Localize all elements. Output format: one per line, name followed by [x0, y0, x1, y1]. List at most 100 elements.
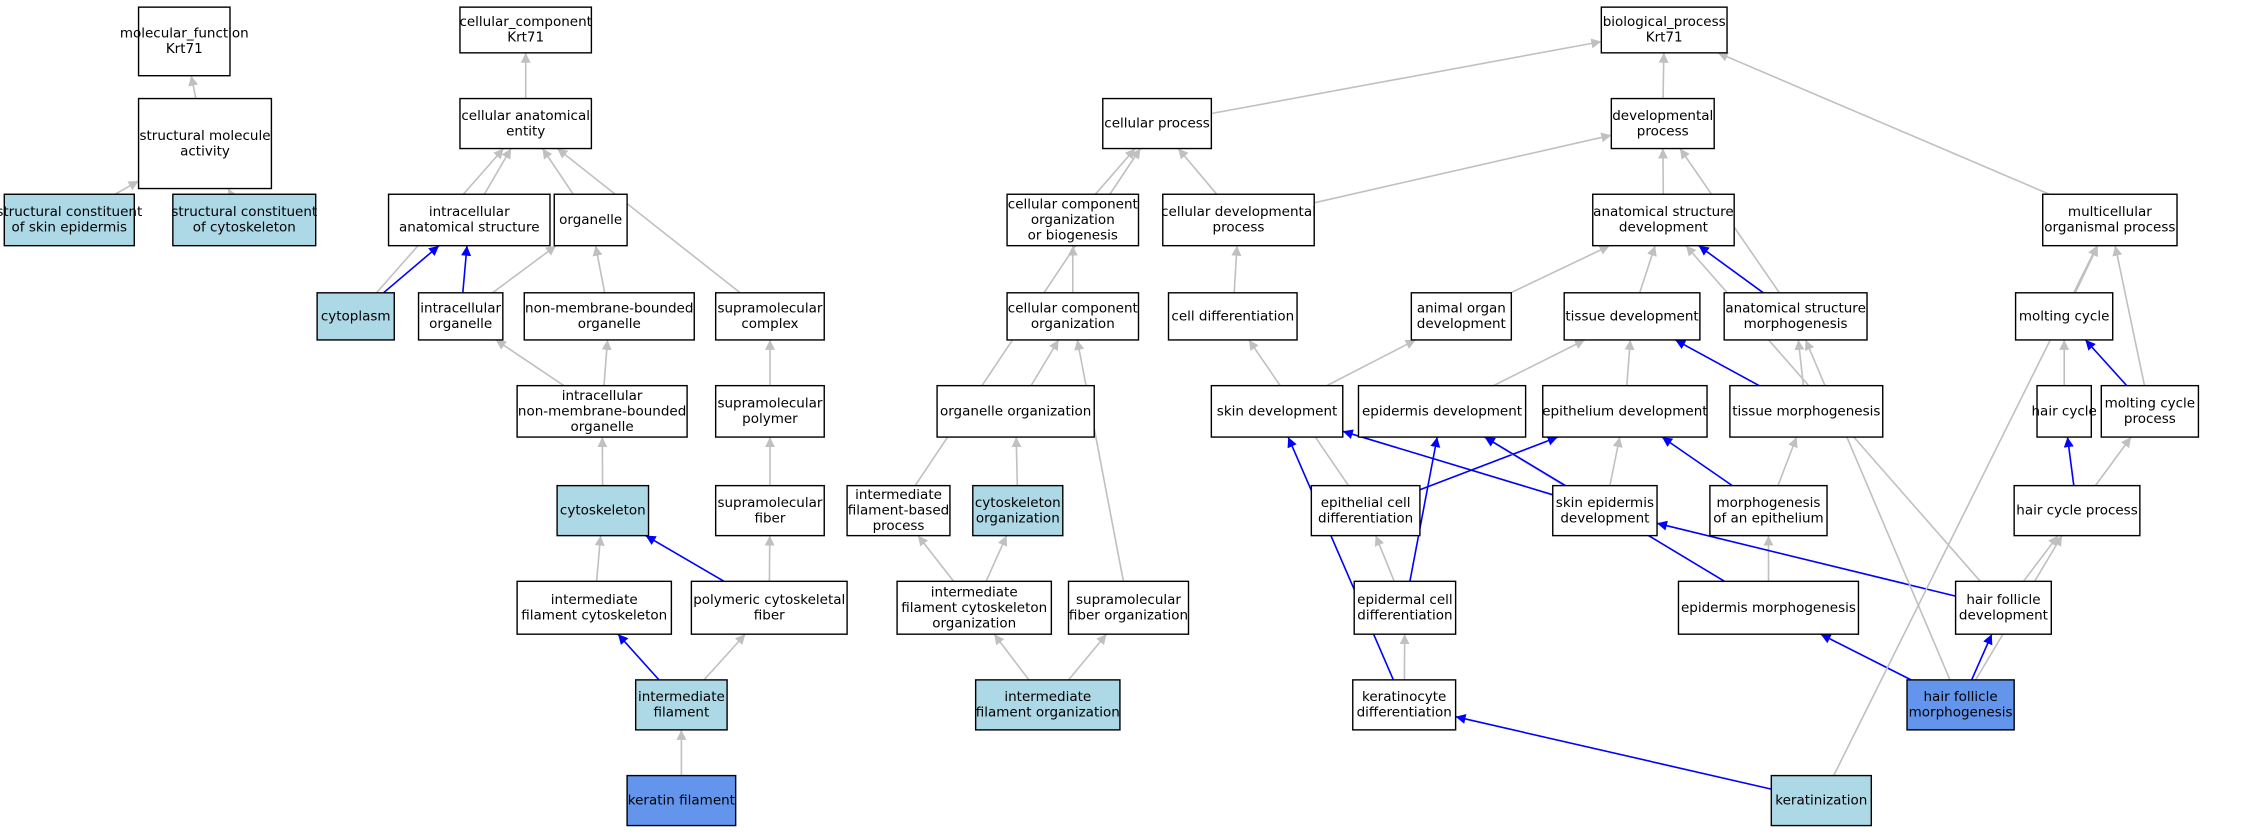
go-term-label: morphogenesis: [1717, 495, 1821, 511]
go-term-box: [974, 679, 1121, 731]
is-a-edge: [492, 245, 557, 294]
go-term-label: filament cytoskeleton: [901, 600, 1047, 616]
go-term-box: [1067, 580, 1190, 635]
go-term-node-csk[interactable]: cytoskeleton: [556, 484, 650, 537]
part-of-edge: [1820, 633, 1912, 681]
go-term-label: intracellular: [420, 301, 501, 317]
go-term-label: Krt71: [1646, 30, 1683, 46]
go-term-box: [714, 384, 825, 438]
edge-cdp-to-cp: [1177, 147, 1218, 195]
is-a-edge: [1094, 147, 1136, 195]
go-term-box: [316, 292, 395, 341]
go-term-node-ethd[interactable]: epithelium development: [1542, 384, 1708, 438]
is-a-edge: [541, 148, 574, 195]
go-term-node-cyto[interactable]: cytoplasm: [316, 292, 395, 341]
go-term-node-td[interactable]: tissue development: [1563, 292, 1701, 341]
edge-scse-to-sma: [114, 180, 139, 195]
go-term-node-ker[interactable]: keratinization: [1770, 774, 1873, 827]
go-term-label: morphogenesis: [1744, 316, 1848, 332]
is-a-edge: [114, 180, 139, 195]
edge-sd-to-aod: [1326, 339, 1416, 387]
part-of-edge: [645, 534, 725, 582]
go-term-label: intermediate: [638, 689, 725, 705]
go-term-box: [387, 193, 551, 247]
go-term-node-mc[interactable]: molting cycle: [2014, 292, 2114, 341]
edge-cd-to-cdp: [1231, 245, 1242, 293]
is-a-edge: [1314, 132, 1612, 204]
go-term-node-epm[interactable]: epidermis morphogenesis: [1677, 580, 1860, 635]
is-a-edge: [993, 633, 1030, 681]
go-term-label: Krt71: [166, 41, 203, 57]
edge-if-to-ifc: [617, 633, 660, 681]
go-term-label: polymer: [742, 411, 798, 427]
is-a-edge: [703, 633, 746, 681]
edge-sed-to-ethd: [1609, 436, 1623, 486]
is-a-edge: [483, 148, 512, 195]
edge-ecd-to-ethd: [1419, 436, 1558, 491]
edge-mop-to-bp: [1717, 52, 2050, 196]
go-term-label: complex: [741, 316, 798, 332]
go-term-node-sd[interactable]: skin development: [1210, 384, 1344, 438]
go-term-node-kf[interactable]: keratin filament: [626, 774, 737, 827]
is-a-edge: [594, 535, 605, 582]
go-term-node-hcp[interactable]: hair cycle process: [2013, 484, 2141, 537]
go-term-label: epidermal cell: [1357, 592, 1453, 608]
go-term-label: of skin epidermis: [12, 220, 128, 236]
go-term-label: epidermis development: [1362, 403, 1522, 419]
go-term-box: [1162, 193, 1315, 247]
edge-smc-to-cae: [556, 147, 741, 294]
go-term-node-cp[interactable]: cellular process: [1102, 97, 1213, 150]
go-term-node-tm[interactable]: tissue morphogenesis: [1729, 384, 1884, 438]
part-of-edge: [1656, 520, 1956, 597]
go-term-label: entity: [506, 123, 545, 139]
go-term-label: development: [1959, 608, 2048, 624]
go-term-label: cytoskeleton: [975, 495, 1061, 511]
go-term-node-cd[interactable]: cell differentiation: [1167, 292, 1298, 341]
go-term-node-org[interactable]: organelle: [553, 193, 628, 247]
go-term-node-epd[interactable]: epidermis development: [1357, 384, 1527, 438]
go-term-node-hc[interactable]: hair cycle: [2031, 384, 2097, 438]
go-term-label: organization: [1031, 212, 1115, 228]
go-term-node-oo[interactable]: organelle organization: [936, 384, 1095, 438]
go-term-label: organismal process: [2044, 220, 2175, 236]
go-term-label: epidermis morphogenesis: [1681, 600, 1856, 616]
go-term-node-inmbo[interactable]: intracellularnon-membrane-boundedorganel…: [516, 384, 688, 438]
